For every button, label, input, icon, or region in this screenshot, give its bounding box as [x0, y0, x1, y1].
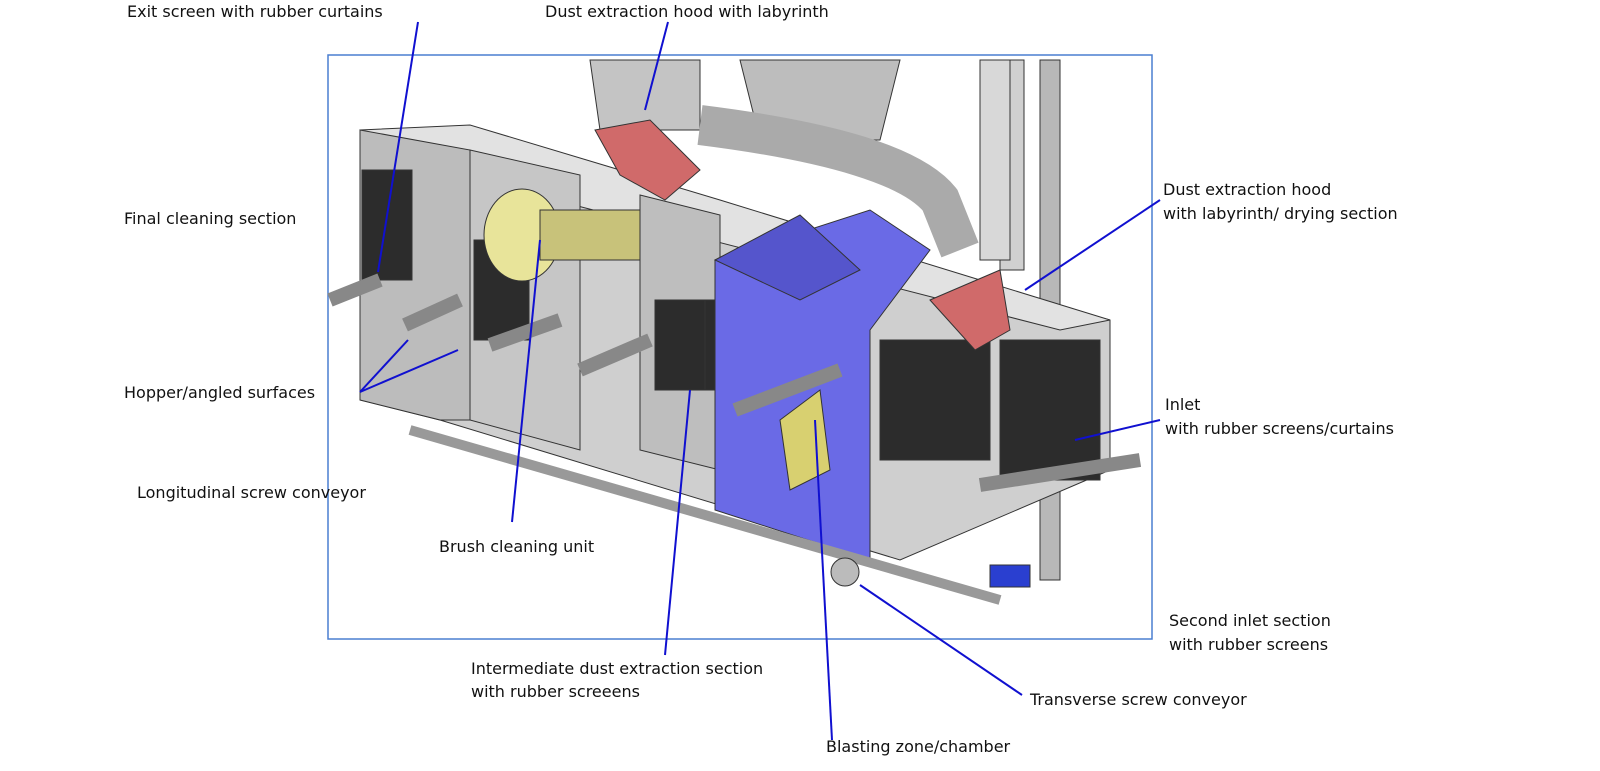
leader-transverse: [859, 584, 1023, 696]
label-inlet-1: Inlet: [1165, 395, 1201, 414]
label-dust-hood-drying-2: with labyrinth/ drying section: [1163, 204, 1398, 223]
leader-hopper-2: [359, 349, 459, 393]
label-second-inlet-1: Second inlet section: [1169, 611, 1331, 630]
label-second-inlet-2: with rubber screens: [1169, 635, 1329, 654]
label-intermediate-2: with rubber screeens: [471, 682, 640, 701]
label-hopper: Hopper/angled surfaces: [124, 383, 316, 402]
leader-hopper-1: [359, 339, 409, 393]
leader-intermediate: [664, 389, 691, 656]
label-exit-screen: Exit screen with rubber curtains: [127, 2, 383, 21]
leader-lines: [359, 21, 1161, 741]
label-intermediate-1: Intermediate dust extraction section: [471, 659, 764, 678]
label-blasting-zone: Blasting zone/chamber: [826, 737, 1011, 756]
leader-inlet: [1074, 419, 1161, 441]
label-longitudinal-conveyor: Longitudinal screw conveyor: [137, 483, 366, 502]
label-brush-cleaning: Brush cleaning unit: [439, 537, 595, 556]
blasting-machine-drawing: [327, 59, 1142, 605]
leader-blasting: [814, 419, 833, 741]
leader-dust-hood: [644, 21, 669, 111]
label-transverse-conveyor: Transverse screw conveyor: [1030, 690, 1247, 709]
label-dust-hood-drying-1: Dust extraction hood: [1163, 180, 1332, 199]
label-dust-hood: Dust extraction hood with labyrinth: [545, 2, 829, 21]
leader-exit-screen: [377, 21, 419, 273]
leader-brush: [511, 239, 541, 523]
illustration-frame: [327, 54, 1153, 640]
label-final-cleaning: Final cleaning section: [124, 209, 297, 228]
leader-dust-hood-drying: [1024, 199, 1161, 291]
label-inlet-2: with rubber screens/curtains: [1165, 419, 1394, 438]
